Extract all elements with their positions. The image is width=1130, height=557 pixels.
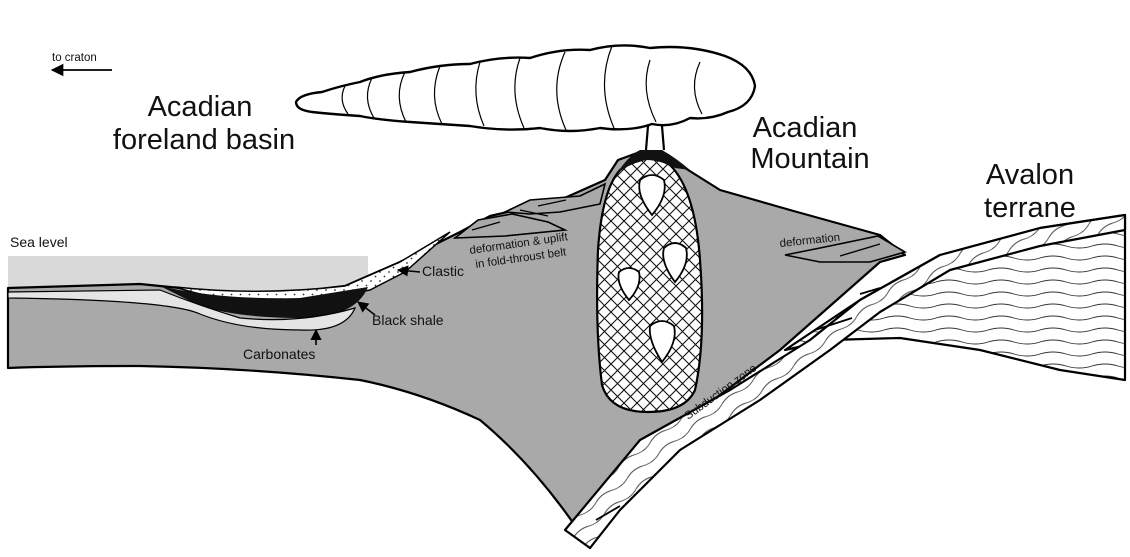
mountain-title-line1: Acadian [753,112,858,144]
ash-cloud [296,45,755,131]
mountain-title-line2: Mountain [750,143,869,175]
black-shale-label: Black shale [372,312,444,328]
avalon-title-line1: Avalon [986,159,1074,191]
clastic-label: Clastic [422,263,464,279]
basin-title-line1: Acadian [148,91,253,123]
crust-body [8,152,905,548]
to-craton-label: to craton [52,52,97,64]
avalon-title-line2: terrane [984,192,1076,224]
sea-level-label: Sea level [10,234,68,250]
sea-water [8,256,368,290]
carbonates-label: Carbonates [243,346,315,362]
basin-title-line2: foreland basin [113,124,295,156]
